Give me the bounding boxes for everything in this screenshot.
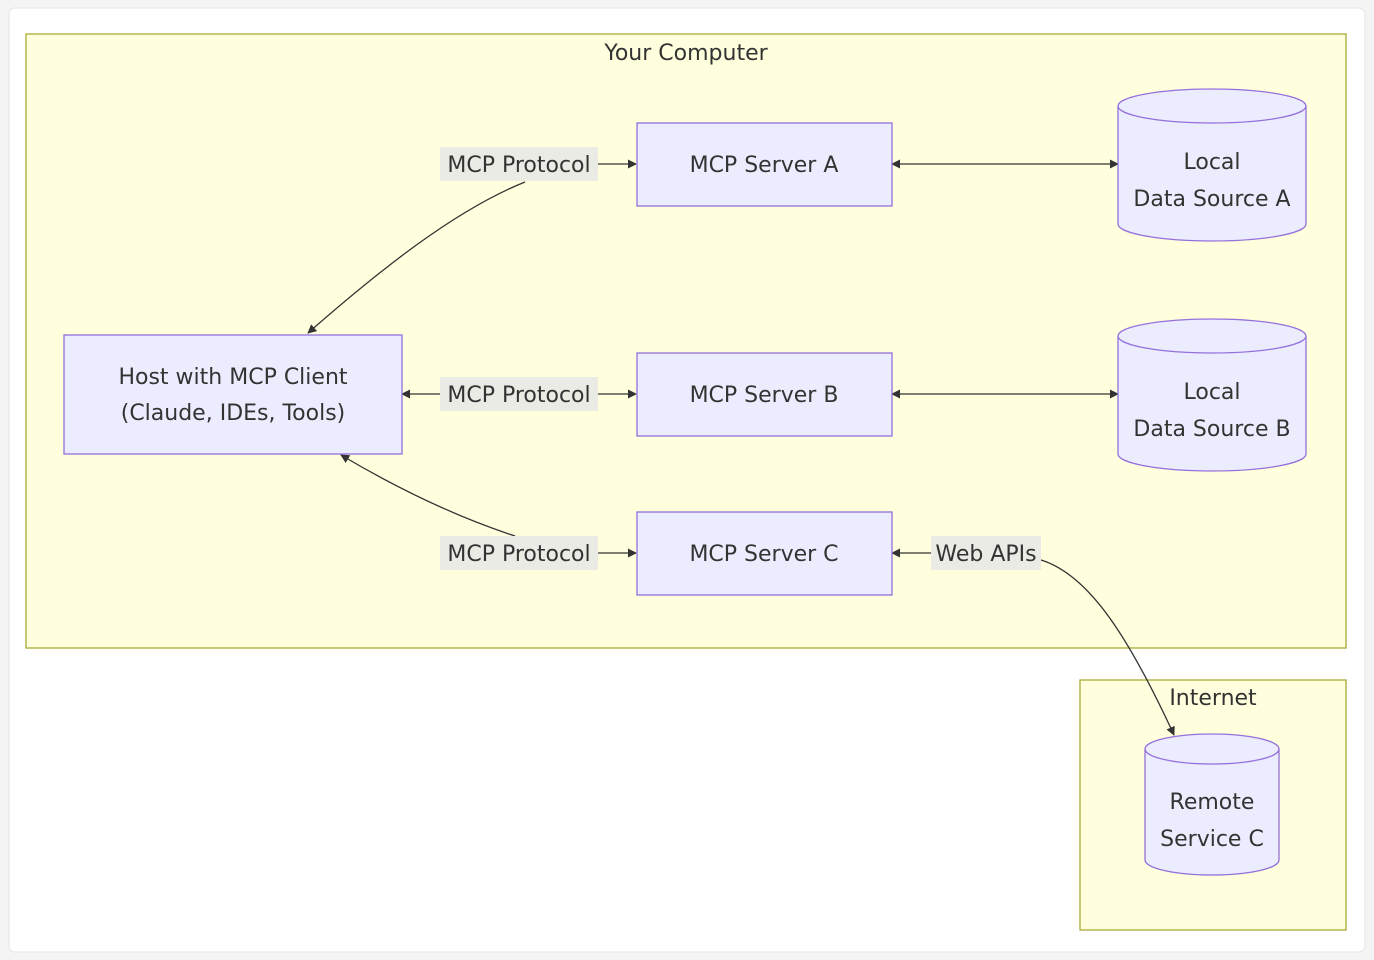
- node-host-line1: Host with MCP Client: [118, 365, 347, 390]
- edge-label-host-c: MCP Protocol: [440, 536, 598, 570]
- node-server-c[interactable]: MCP Server C: [636, 511, 893, 596]
- node-data-source-b-line2: Data Source B: [1133, 417, 1290, 442]
- edge-label-host-a: MCP Protocol: [440, 147, 598, 181]
- node-data-source-a-line2: Data Source A: [1133, 187, 1290, 212]
- node-server-a-label: MCP Server A: [690, 153, 839, 178]
- node-host[interactable]: Host with MCP Client (Claude, IDEs, Tool…: [63, 334, 403, 455]
- node-remote-service-c-line1: Remote: [1170, 790, 1255, 815]
- edge-host-server-c: [340, 454, 637, 558]
- edge-label-host-b-text: MCP Protocol: [447, 383, 590, 408]
- edge-server-c-remote: [891, 548, 1175, 736]
- node-data-source-b[interactable]: Local Data Source B: [1117, 318, 1307, 472]
- edge-label-host-a-text: MCP Protocol: [447, 153, 590, 178]
- edge-label-host-b: MCP Protocol: [440, 377, 598, 411]
- node-data-source-a-line1: Local: [1183, 150, 1240, 175]
- node-server-b-label: MCP Server B: [690, 383, 839, 408]
- edge-label-host-c-text: MCP Protocol: [447, 542, 590, 567]
- node-data-source-b-line1: Local: [1183, 380, 1240, 405]
- node-server-c-label: MCP Server C: [689, 542, 838, 567]
- node-remote-service-c-line2: Service C: [1160, 827, 1264, 852]
- node-host-line2: (Claude, IDEs, Tools): [121, 401, 346, 426]
- cluster-internet-label: Internet: [1169, 686, 1257, 711]
- cluster-your-computer-label: Your Computer: [603, 41, 768, 66]
- edge-label-web-apis-text: Web APIs: [935, 542, 1036, 567]
- edge-host-server-a: [307, 159, 637, 334]
- node-data-source-a[interactable]: Local Data Source A: [1117, 88, 1307, 242]
- node-remote-service-c[interactable]: Remote Service C: [1144, 733, 1280, 876]
- node-server-a[interactable]: MCP Server A: [636, 122, 893, 207]
- node-server-b[interactable]: MCP Server B: [636, 352, 893, 437]
- edge-label-web-apis: Web APIs: [931, 536, 1041, 570]
